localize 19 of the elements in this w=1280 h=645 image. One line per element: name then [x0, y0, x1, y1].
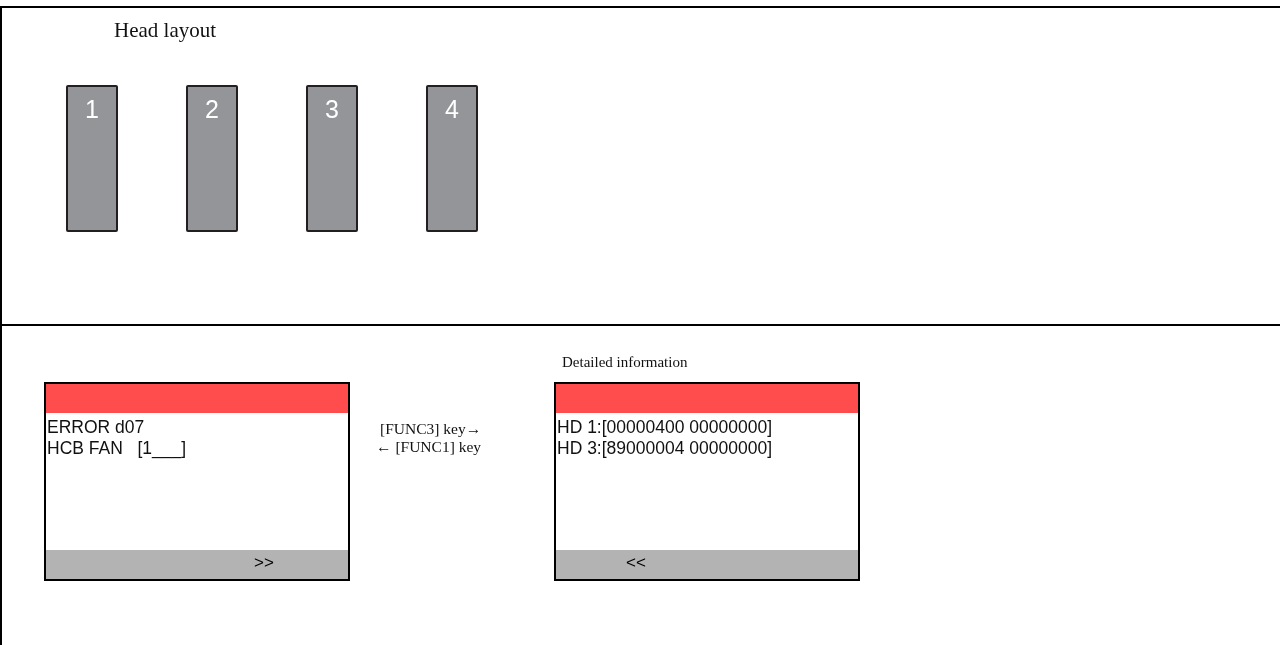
print-head: [66, 85, 118, 232]
head-number: 4: [445, 95, 459, 123]
screen-text: HD 1:[00000400 00000000]: [557, 417, 773, 438]
print-head: [426, 85, 478, 232]
screen-text: HD 3:[89000004 00000000]: [557, 438, 773, 459]
head-number: 1: [85, 95, 99, 123]
display-screen: [44, 382, 350, 581]
head-number: 3: [325, 95, 339, 123]
screen-heading: Detailed information: [562, 354, 688, 371]
section-title: Head layout: [114, 18, 217, 43]
print-head: [186, 85, 238, 232]
key-instruction: [FUNC3] key→: [380, 420, 482, 438]
head-number: 2: [205, 95, 219, 123]
key-instruction: ← [FUNC1] key: [376, 438, 482, 456]
page-indicator: <<: [626, 553, 646, 573]
screen-text: HCB FAN [1___]: [47, 438, 187, 459]
screen-text: ERROR d07: [47, 417, 145, 438]
page-indicator: >>: [254, 553, 274, 573]
print-head: [306, 85, 358, 232]
